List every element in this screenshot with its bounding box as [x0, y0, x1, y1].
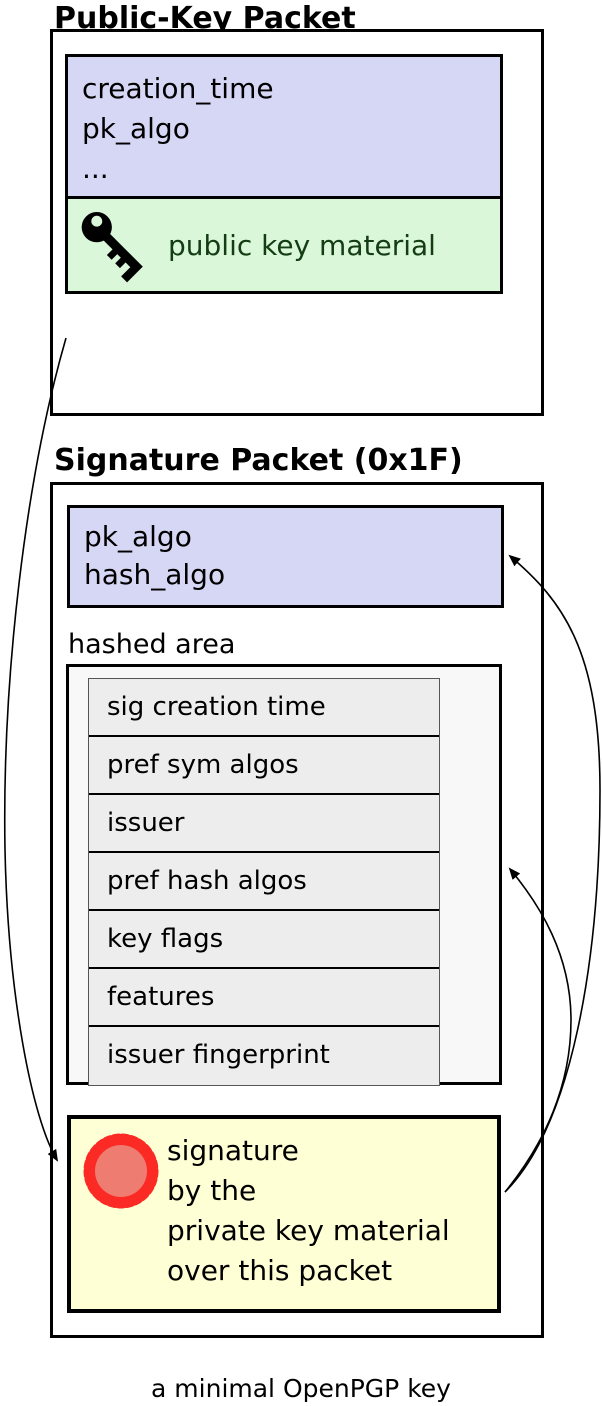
header-field: ... [82, 152, 109, 185]
signature-line: by the [167, 1174, 257, 1207]
subpacket-row: issuer [89, 795, 439, 853]
public-key-material-label: public key material [168, 228, 436, 262]
subpacket-row: issuer fingerprint [107, 1040, 330, 1070]
subpacket-row: pref hash algos [89, 853, 439, 911]
key-icon [76, 199, 160, 291]
signature-line: over this packet [167, 1254, 393, 1287]
public-key-inner-box: creation_time pk_algo... public key mater… [65, 54, 503, 294]
signature-value-box: signature by the private key material over … [67, 1115, 501, 1313]
public-key-header-fields: creation_time pk_algo... [68, 57, 500, 196]
public-key-material-section: public key material [68, 196, 500, 291]
diagram-caption: a minimal OpenPGP key [151, 1374, 451, 1403]
signature-description: signature by the private key material over … [167, 1131, 450, 1291]
header-field: pk_algo [84, 520, 192, 553]
signature-packet-title: Signature Packet (0x1F) [54, 443, 463, 478]
hashed-area-label: hashed area [68, 629, 236, 660]
subpacket-row: key flags [89, 911, 439, 969]
signature-header-fields: pk_algo hash_algo [67, 505, 504, 608]
subpacket-row: sig creation time [89, 679, 439, 737]
subpacket-row: features [89, 969, 439, 1027]
signature-line: private key material [167, 1214, 450, 1247]
header-field: pk_algo [82, 112, 190, 145]
seal-icon [79, 1129, 163, 1213]
signature-line: signature [167, 1134, 299, 1167]
subpacket-row: pref sym algos [89, 737, 439, 795]
header-field: hash_algo [84, 558, 226, 591]
header-field: creation_time [82, 72, 274, 105]
